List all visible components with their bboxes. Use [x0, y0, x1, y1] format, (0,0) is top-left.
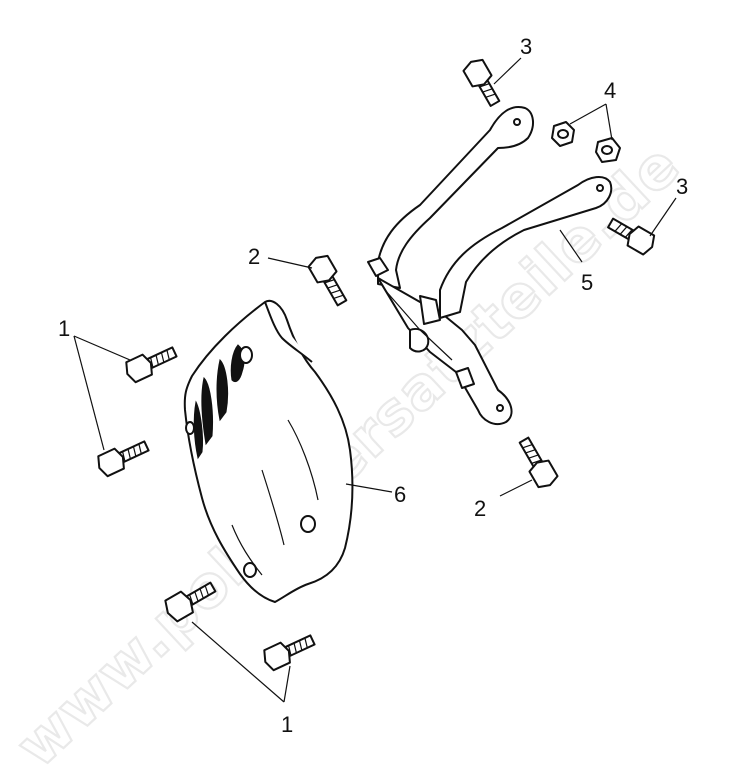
callout-6: 6: [394, 482, 406, 507]
callout-1-top: 1: [58, 316, 70, 341]
bolt-part-1-b: [97, 440, 150, 478]
bolt-part-2-a: [307, 254, 348, 307]
bolt-part-1-d: [263, 634, 316, 672]
callout-5: 5: [581, 270, 593, 295]
nut-part-4-a: [551, 121, 575, 147]
callout-2-left: 2: [248, 244, 260, 269]
bolt-part-1-a: [125, 346, 178, 384]
nut-part-4-b: [595, 137, 621, 163]
leader-lines: [73, 57, 677, 703]
bolt-part-1-c: [164, 581, 217, 623]
bolt-part-3-b: [607, 217, 656, 256]
callout-2-right: 2: [474, 496, 486, 521]
callout-1-bottom: 1: [281, 712, 293, 737]
callout-3-right: 3: [676, 174, 688, 199]
callout-3-top: 3: [520, 34, 532, 59]
mounting-bracket-part-5: [367, 106, 613, 426]
heat-shield-part-6: [183, 300, 354, 603]
callout-4: 4: [604, 78, 616, 103]
bolt-part-2-b: [518, 436, 559, 489]
bolt-part-3-a: [462, 58, 501, 107]
